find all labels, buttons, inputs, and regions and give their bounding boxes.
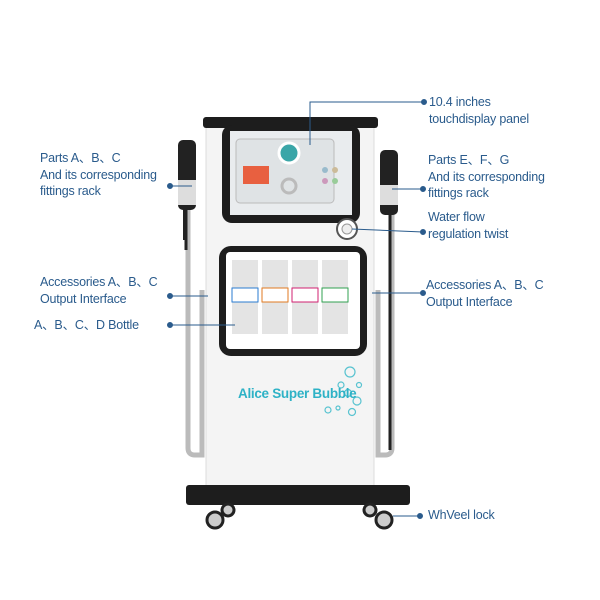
callout-wheel-lock: WhVeel lock	[428, 507, 495, 524]
callout-line: touchdisplay panel	[429, 111, 529, 126]
right-handpiece[interactable]	[380, 150, 398, 215]
callout-line: Parts E、F、G	[428, 153, 510, 167]
callout-line: Output Interface	[426, 294, 513, 309]
callout-line: 10.4 inches	[429, 95, 491, 109]
wheel-icon	[205, 502, 394, 530]
brand-name: Alice Super Bubble	[238, 386, 357, 401]
callout-line: WhVeel lock	[428, 508, 495, 522]
screen-clock-icon	[277, 141, 301, 165]
callout-accessories-left: Accessories A、B、C Output Interface	[40, 274, 158, 307]
left-hose-rail	[184, 200, 205, 458]
right-hose-rail	[375, 210, 395, 458]
callout-line: fittings rack	[428, 186, 489, 200]
callout-line: Accessories A、B、C	[426, 278, 544, 292]
callout-parts-left: Parts A、B、C And its corresponding fittin…	[40, 150, 157, 200]
callout-parts-right: Parts E、F、G And its corresponding fittin…	[428, 152, 545, 202]
callout-line: A、B、C、D Bottle	[34, 318, 139, 332]
callout-line: Parts A、B、C	[40, 151, 121, 165]
callout-water-flow: Water flow regulation twist	[428, 209, 508, 242]
base	[186, 485, 410, 505]
bubble-decoration	[324, 366, 363, 417]
callout-line: Output Interface	[40, 291, 127, 306]
callout-bottles: A、B、C、D Bottle	[34, 317, 139, 334]
callout-line: And its corresponding	[428, 169, 545, 184]
callout-line: Accessories A、B、C	[40, 275, 158, 289]
callout-line: And its corresponding	[40, 167, 157, 182]
leader-lines	[167, 99, 427, 519]
callout-line: fittings rack	[40, 184, 101, 198]
left-handpiece[interactable]	[178, 140, 196, 240]
callout-accessories-right: Accessories A、B、C Output Interface	[426, 277, 544, 310]
callout-line: Water flow	[428, 210, 485, 224]
callout-display: 10.4 inches touchdisplay panel	[429, 94, 529, 127]
bottles	[231, 260, 349, 334]
callout-line: regulation twist	[428, 226, 509, 241]
